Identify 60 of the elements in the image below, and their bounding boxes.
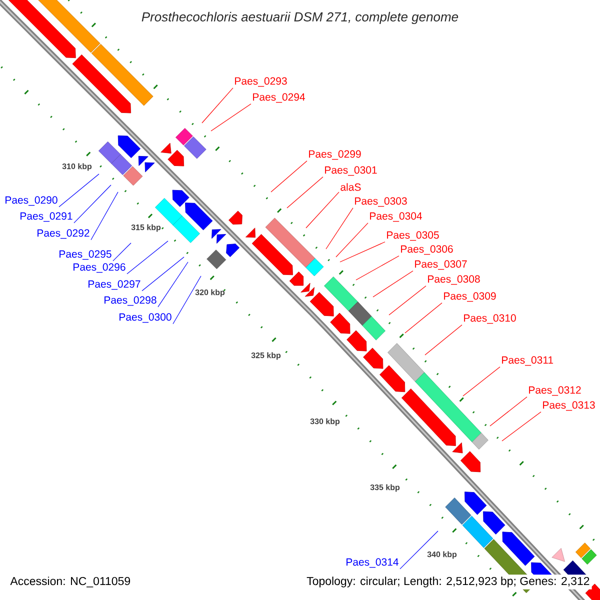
leader-line <box>502 412 542 442</box>
leader-line <box>58 174 100 208</box>
gene-label: Paes_0300 <box>120 313 172 323</box>
leader-line <box>356 256 400 280</box>
gene-label: Paes_0296 <box>74 263 126 273</box>
gene-label: Paes_0295 <box>60 250 112 260</box>
scale-label: 340 kbp <box>427 551 457 559</box>
leader-line <box>400 530 438 570</box>
scale-label: 335 kbp <box>370 484 400 492</box>
gene-label: Paes_0305 <box>387 231 439 241</box>
leader-line <box>90 192 118 240</box>
gene-label: Paes_0298 <box>104 296 156 306</box>
gene-label: Paes_0293 <box>235 77 287 87</box>
leader-line <box>142 256 184 292</box>
leader-line <box>404 302 442 334</box>
leader-line <box>112 242 132 262</box>
title: Prosthecochloris aestuarii DSM 271, complete genome <box>142 12 458 24</box>
gene-label: Paes_0311 <box>502 356 554 366</box>
scale-label: 330 kbp <box>310 418 340 426</box>
leader-line <box>462 366 500 396</box>
leader-line <box>388 286 426 316</box>
leader-line <box>202 88 234 124</box>
scale-label: 315 kbp <box>131 224 161 232</box>
gene-label: Paes_0312 <box>529 386 581 396</box>
leader-line <box>424 324 462 356</box>
leader-line <box>372 270 414 298</box>
gene-label: Paes_0292 <box>38 229 90 239</box>
gene-label: Paes_0301 <box>325 166 377 176</box>
leader-line <box>326 208 354 250</box>
gene-label: Paes_0294 <box>253 93 305 103</box>
gene-label: Paes_0297 <box>88 280 140 290</box>
accession-text: Accession: NC_011059 <box>8 574 133 590</box>
gene-label: Paes_0306 <box>401 245 453 255</box>
scale-label: 325 kbp <box>251 352 281 360</box>
gene-label: Paes_0308 <box>428 275 480 285</box>
leader-line <box>306 192 340 228</box>
gene-label: Paes_0307 <box>415 260 467 270</box>
gene-label: Paes_0309 <box>444 292 496 302</box>
gene-label: alaS <box>340 183 361 191</box>
gene-label: Paes_0313 <box>543 401 595 411</box>
leader-line <box>74 184 112 224</box>
leader-line <box>286 176 324 208</box>
leader-line <box>210 104 252 132</box>
leader-line <box>336 222 368 258</box>
gene-label: Paes_0304 <box>370 212 422 222</box>
gene-label: Paes_0291 <box>20 212 72 222</box>
genome-stats-text: Topology: circular; Length: 2,512,923 bp; Genes: 2,312 <box>304 574 592 590</box>
leader-line <box>270 160 308 192</box>
gene-label: Paes_0310 <box>464 314 516 324</box>
gene-label: Paes_0314 <box>346 558 398 568</box>
leader-line <box>490 396 528 426</box>
leader-line <box>340 242 386 262</box>
leader-line <box>126 240 168 274</box>
gene-label: Paes_0299 <box>309 150 361 160</box>
gene-label: Paes_0290 <box>6 196 58 206</box>
scale-label: 310 kbp <box>62 163 92 171</box>
gene-label: Paes_0303 <box>355 197 407 207</box>
leader-line <box>158 262 188 308</box>
scale-label: 320 kbp <box>195 289 225 297</box>
leader-line <box>172 276 202 324</box>
